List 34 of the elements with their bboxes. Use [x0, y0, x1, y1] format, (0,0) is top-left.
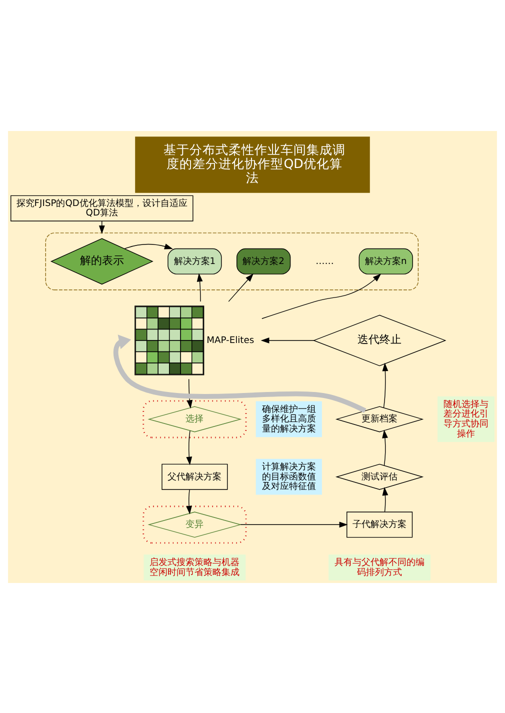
- node-box: 解决方案1: [168, 248, 222, 274]
- arrow: [382, 486, 388, 512]
- node-label: MAP-Elites: [206, 335, 254, 346]
- node-diamond: 测试评估: [335, 463, 424, 490]
- arrow: [186, 488, 192, 514]
- label: ……: [316, 256, 334, 266]
- arrow: [196, 272, 203, 302]
- node-diamond: 选择: [148, 406, 242, 432]
- node-box: 子代解决方案: [346, 511, 413, 538]
- node-box: 父代解决方案: [162, 463, 228, 490]
- arrow: [260, 337, 314, 343]
- node-box: 随机选择与差分进化引导方式协同操作: [438, 396, 494, 442]
- arrow: [240, 521, 348, 528]
- arrow: [228, 272, 254, 302]
- arrow: [186, 430, 192, 465]
- arrow: [382, 429, 388, 466]
- arrow: [98, 220, 105, 234]
- cluster: [45, 232, 419, 290]
- node-box: 探究FJISP的QD优化算法模型，设计自适应QD算法: [10, 194, 194, 221]
- node-box: 解决方案2: [236, 248, 291, 274]
- node-diamond: 迭代终止: [312, 314, 446, 366]
- node-diamond: 变异: [148, 511, 242, 538]
- arrow: [124, 243, 173, 249]
- arrow: [113, 334, 366, 412]
- node-diamond: 解的表示: [50, 238, 154, 284]
- arrow: [382, 362, 388, 408]
- node-box: 解决方案n: [358, 248, 413, 274]
- node-diamond: 更新档案: [335, 406, 424, 432]
- node-box: 计算解决方案的目标函数值及对应特征值: [256, 458, 322, 494]
- arrow: [262, 273, 382, 318]
- node-box: 启发式搜索策略与机器空闲时间节省策略集成: [144, 554, 246, 580]
- node-box: 具有与父代解不同的编码排列方式: [328, 554, 431, 580]
- node-box: 确保维护一组多样化且高质量的解决方案: [256, 400, 322, 437]
- diagram-title: 基于分布式柔性作业车间集成调度的差分进化协作型QD优化算法: [164, 141, 346, 184]
